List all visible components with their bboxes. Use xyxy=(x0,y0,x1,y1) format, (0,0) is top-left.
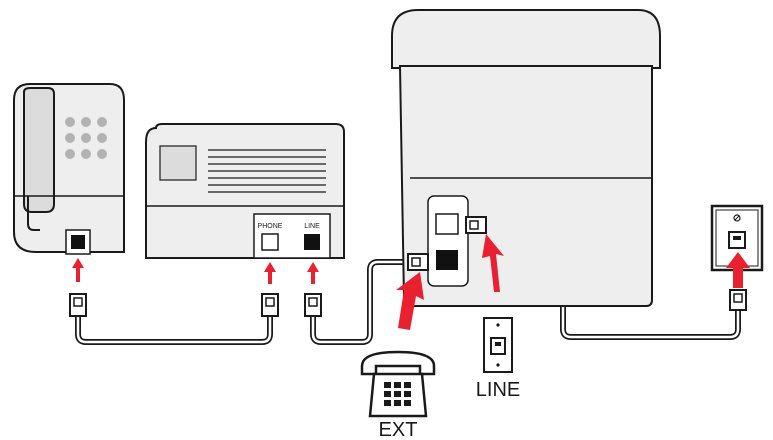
rj11-plug-icon xyxy=(304,293,322,317)
keypad-icon xyxy=(65,117,107,159)
ext-label: EXT xyxy=(379,419,418,440)
connection-arrow xyxy=(307,262,319,284)
connection-arrow xyxy=(264,262,276,284)
telephone-icon xyxy=(360,350,436,418)
rj11-plug-icon xyxy=(69,293,87,317)
rj11-plug-icon xyxy=(465,216,487,234)
line-label: LINE xyxy=(476,379,520,401)
connection-arrow xyxy=(482,234,504,292)
rj11-plug-icon xyxy=(407,253,429,271)
cable-machine-to-printer-ext xyxy=(310,259,415,345)
line-port-icon xyxy=(436,250,458,270)
rj11-plug-icon xyxy=(261,293,279,317)
phone-jack-icon xyxy=(71,235,85,249)
connection-arrow xyxy=(726,252,750,288)
rj11-plug-icon xyxy=(729,289,747,311)
desk-telephone xyxy=(13,83,125,255)
cable-phone-to-machine xyxy=(75,313,273,345)
wall-outlet-icon xyxy=(483,317,513,373)
answering-machine: PHONE LINE xyxy=(145,123,345,259)
printer xyxy=(391,9,661,307)
ext-port-icon xyxy=(435,213,459,235)
line-port-icon xyxy=(304,234,320,250)
phone-port-icon xyxy=(261,233,279,251)
line-port-label: LINE xyxy=(304,223,320,230)
connection-arrow xyxy=(396,272,424,330)
phone-port-label: PHONE xyxy=(258,223,283,230)
connection-arrow xyxy=(72,258,84,282)
speaker-grille-icon xyxy=(208,149,326,193)
